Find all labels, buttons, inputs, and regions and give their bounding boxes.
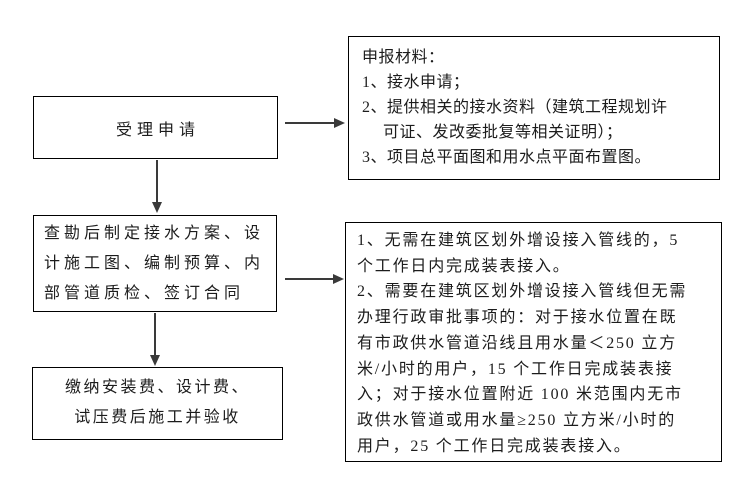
timeline-line: 1、无需在建筑区划外增设接入管线的，5 xyxy=(357,232,680,249)
arrow-accept-to-materials xyxy=(285,118,345,128)
pay-line: 缴纳安装费、设计费、 xyxy=(64,379,250,396)
flow-box-timeline: 1、无需在建筑区划外增设接入管线的，5 个工作日内完成装表接入。 2、需要在建筑… xyxy=(345,222,722,462)
timeline-line: 入；对于接水位置附近 100 米范围内无市 xyxy=(357,386,683,404)
arrow-shaft xyxy=(156,160,158,204)
accept-text: 受理申请 xyxy=(115,121,200,139)
timeline-line: 有市政供水管道沿线且用水量＜250 立方 xyxy=(357,334,678,352)
timeline-line: 用户，25 个工作日完成装表接入。 xyxy=(357,437,632,455)
arrow-plan-to-pay xyxy=(150,313,160,366)
arrow-shaft xyxy=(285,278,335,280)
plan-line: 计施工图、编制预算、内 xyxy=(44,255,265,272)
materials-line: 可证、发改委批复等相关证明）； xyxy=(383,124,623,141)
pay-line: 试压费后施工并验收 xyxy=(74,409,241,426)
arrow-shaft xyxy=(154,313,156,357)
down-arrowhead-icon xyxy=(152,202,162,213)
right-arrowhead-icon xyxy=(333,274,344,284)
flow-box-accept: 受理申请 xyxy=(33,96,278,159)
timeline-line: 米/小时的用户，15 个工作日完成装表接 xyxy=(357,360,674,378)
flow-box-materials: 申报材料： 1、接水申请； 2、提供相关的接水资料（建筑工程规划许 可证、发改委… xyxy=(348,36,720,180)
arrow-shaft xyxy=(285,122,336,124)
arrow-accept-to-plan xyxy=(152,160,162,213)
timeline-line: 个工作日内完成装表接入。 xyxy=(357,257,571,275)
flow-box-pay: 缴纳安装费、设计费、 试压费后施工并验收 xyxy=(32,367,283,440)
materials-line: 2、提供相关的接水资料（建筑工程规划许 xyxy=(362,99,668,116)
arrow-plan-to-timeline xyxy=(285,274,344,284)
flow-box-plan: 查勘后制定接水方案、设 计施工图、编制预算、内 部管道质检、签订合同 xyxy=(33,215,277,312)
timeline-line: 2、需要在建筑区划外增设接入管线但无需 xyxy=(357,283,688,301)
materials-line: 申报材料： xyxy=(362,49,445,66)
materials-line: 3、项目总平面图和用水点平面布置图。 xyxy=(362,149,652,166)
plan-line: 部管道质检、签订合同 xyxy=(44,285,245,302)
timeline-line: 政供水管道或用水量≥250 立方米/小时的 xyxy=(357,411,677,429)
plan-line: 查勘后制定接水方案、设 xyxy=(44,225,265,242)
timeline-line: 办理行政审批事项的：对于接水位置在既 xyxy=(357,309,678,327)
materials-line: 1、接水申请； xyxy=(362,74,470,91)
right-arrowhead-icon xyxy=(334,118,345,128)
down-arrowhead-icon xyxy=(150,355,160,366)
